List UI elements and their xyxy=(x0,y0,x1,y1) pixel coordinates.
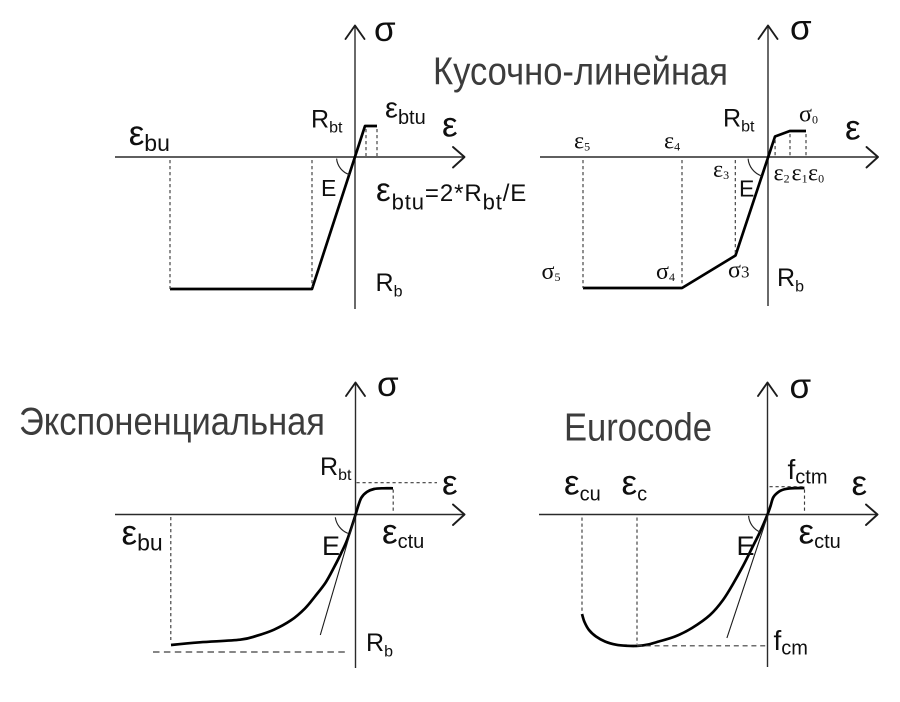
x-axis-arrow-icon xyxy=(865,503,879,526)
modulus-angle-arc xyxy=(334,517,349,534)
label-eps-ctu: εctu xyxy=(382,513,424,554)
label-r-b: Rb xyxy=(777,264,804,296)
label-f-cm: fcm xyxy=(774,625,808,660)
label-eps-bu: εbu xyxy=(122,514,163,556)
stress-strain-curve xyxy=(170,124,377,291)
label-eps-axis: ε xyxy=(442,464,458,503)
modulus-angle-arc xyxy=(336,158,350,176)
label-e-modulus: E xyxy=(739,176,754,202)
label-eps-ctu: εctu xyxy=(799,513,841,554)
x-axis-arrow-icon xyxy=(865,146,879,169)
y-axis-arrow-icon xyxy=(345,381,366,397)
label-eps-0: ε0 xyxy=(808,161,824,187)
modulus-angle-arc xyxy=(747,158,763,177)
label-r-bt: Rbt xyxy=(723,105,755,136)
label-r-b: Rb xyxy=(376,269,403,301)
modulus-angle-arc xyxy=(748,515,761,533)
x-axis-arrow-icon xyxy=(452,146,466,169)
panel-bottom-right-eurocode: σ ε fctm εcu εc εctu E fcm xyxy=(539,367,879,667)
stress-strain-curve xyxy=(583,129,806,290)
label-eps-axis: ε xyxy=(442,106,458,145)
title-eurocode: Eurocode xyxy=(564,407,712,450)
y-axis-arrow-icon xyxy=(344,24,366,40)
label-sigma-axis: σ xyxy=(790,9,812,48)
label-eps-1: ε1 xyxy=(792,161,808,187)
label-eps-btu: εbtu xyxy=(385,93,426,130)
y-axis-arrow-icon xyxy=(757,381,778,397)
label-f-ctm: fctm xyxy=(788,454,828,489)
label-sigma-axis: σ xyxy=(790,367,812,406)
label-sigma-3: σ3 xyxy=(728,258,749,284)
x-axis-arrow-icon xyxy=(452,503,466,526)
stress-strain-curve xyxy=(580,486,805,648)
label-sigma-5: σ5 xyxy=(542,259,561,285)
label-eps-4: ε4 xyxy=(664,129,680,155)
panel-top-right-piecewise: σ ε Rbt Rb E ε5 ε4 ε3 ε2 ε1 ε0 σ5 σ4 σ3 … xyxy=(540,9,879,306)
label-sigma-axis: σ xyxy=(374,10,396,49)
label-eps-cu: εcu xyxy=(564,464,601,506)
label-r-bt: Rbt xyxy=(311,106,343,137)
label-eps-axis: ε xyxy=(852,464,868,503)
label-eps-2: ε2 xyxy=(774,161,790,187)
label-eps-axis: ε xyxy=(845,109,861,148)
modulus-tangent-line xyxy=(319,513,357,636)
panel-bottom-left-exponential: σ ε Rbt εbu E εctu Rb xyxy=(115,365,466,668)
panel-top-left-bilinear: σ ε εbu Rbt εbtu E Rb εbtu=2*Rbt/E xyxy=(115,10,527,309)
label-eps-5: ε5 xyxy=(574,129,590,155)
label-formula: εbtu=2*Rbt/E xyxy=(376,171,527,215)
title-exponential: Экспоненциальная xyxy=(19,401,325,444)
label-sigma-4: σ4 xyxy=(656,259,675,285)
label-e-modulus: E xyxy=(737,531,755,561)
label-sigma-0: σ0 xyxy=(799,102,818,128)
label-r-b: Rb xyxy=(366,629,393,661)
modulus-tangent-line xyxy=(726,513,769,639)
label-sigma-axis: σ xyxy=(377,365,399,404)
stress-strain-curve xyxy=(170,486,394,647)
y-axis-arrow-icon xyxy=(757,24,779,40)
label-e-modulus: E xyxy=(322,531,340,561)
label-r-bt: Rbt xyxy=(320,453,352,484)
label-eps-bu: εbu xyxy=(129,114,170,156)
title-piecewise-linear: Кусочно-линейная xyxy=(433,51,728,94)
label-e-modulus: E xyxy=(321,175,336,201)
label-eps-3: ε3 xyxy=(713,157,729,183)
label-eps-c: εc xyxy=(622,464,648,506)
